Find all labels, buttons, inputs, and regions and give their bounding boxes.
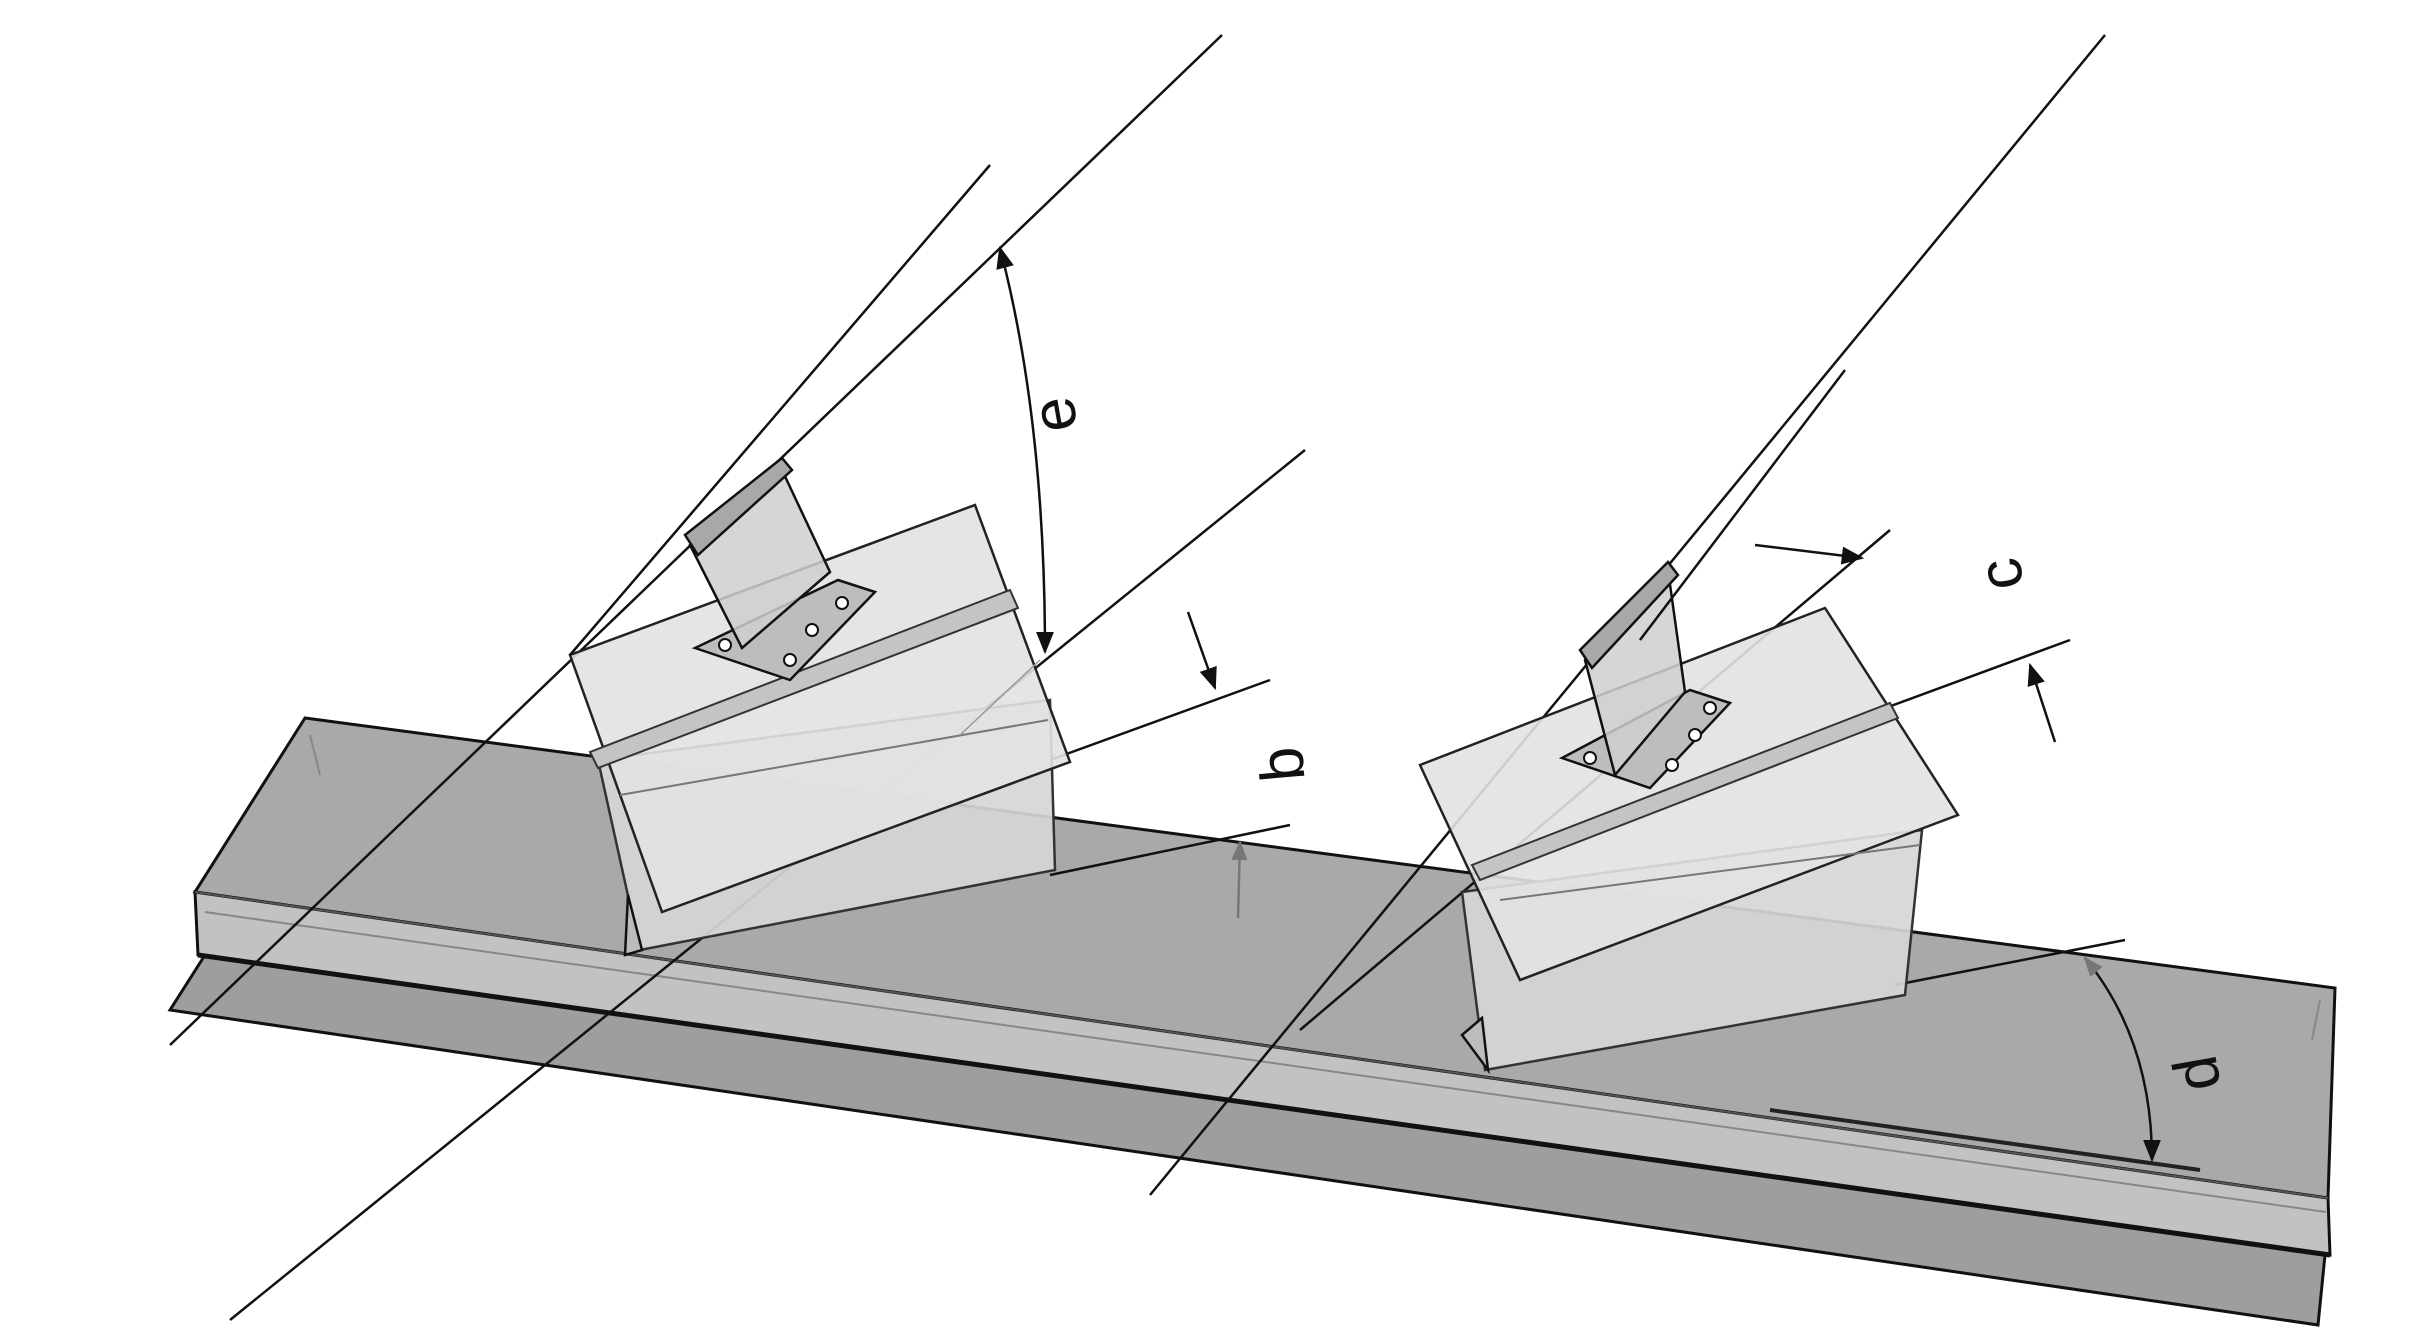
dimension-b: b bbox=[1186, 611, 1319, 919]
base-rail bbox=[167, 716, 2337, 1327]
right-mounting-bracket bbox=[1418, 560, 1960, 1075]
dimension-e: e bbox=[996, 245, 1092, 655]
label-b: b bbox=[1247, 744, 1319, 784]
left-mounting-bracket bbox=[568, 456, 1072, 957]
overlay-lines bbox=[569, 164, 1846, 656]
left-bracket-plate bbox=[568, 503, 1072, 914]
label-c: c bbox=[1964, 553, 2037, 596]
